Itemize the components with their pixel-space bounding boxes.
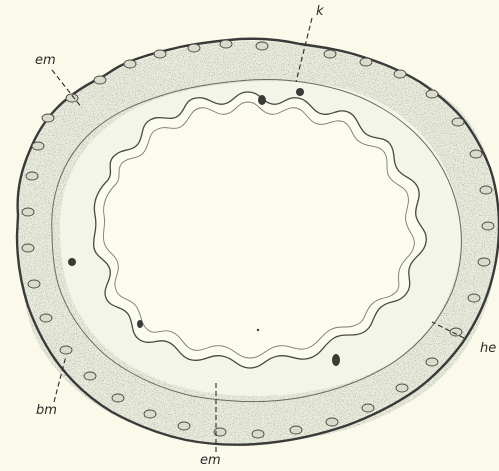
label-bm: bm — [36, 404, 57, 417]
label-em-bottom: em — [200, 454, 221, 467]
label-em-top: em — [35, 54, 56, 67]
label-k: k — [316, 5, 324, 18]
label-he: he — [480, 342, 496, 355]
